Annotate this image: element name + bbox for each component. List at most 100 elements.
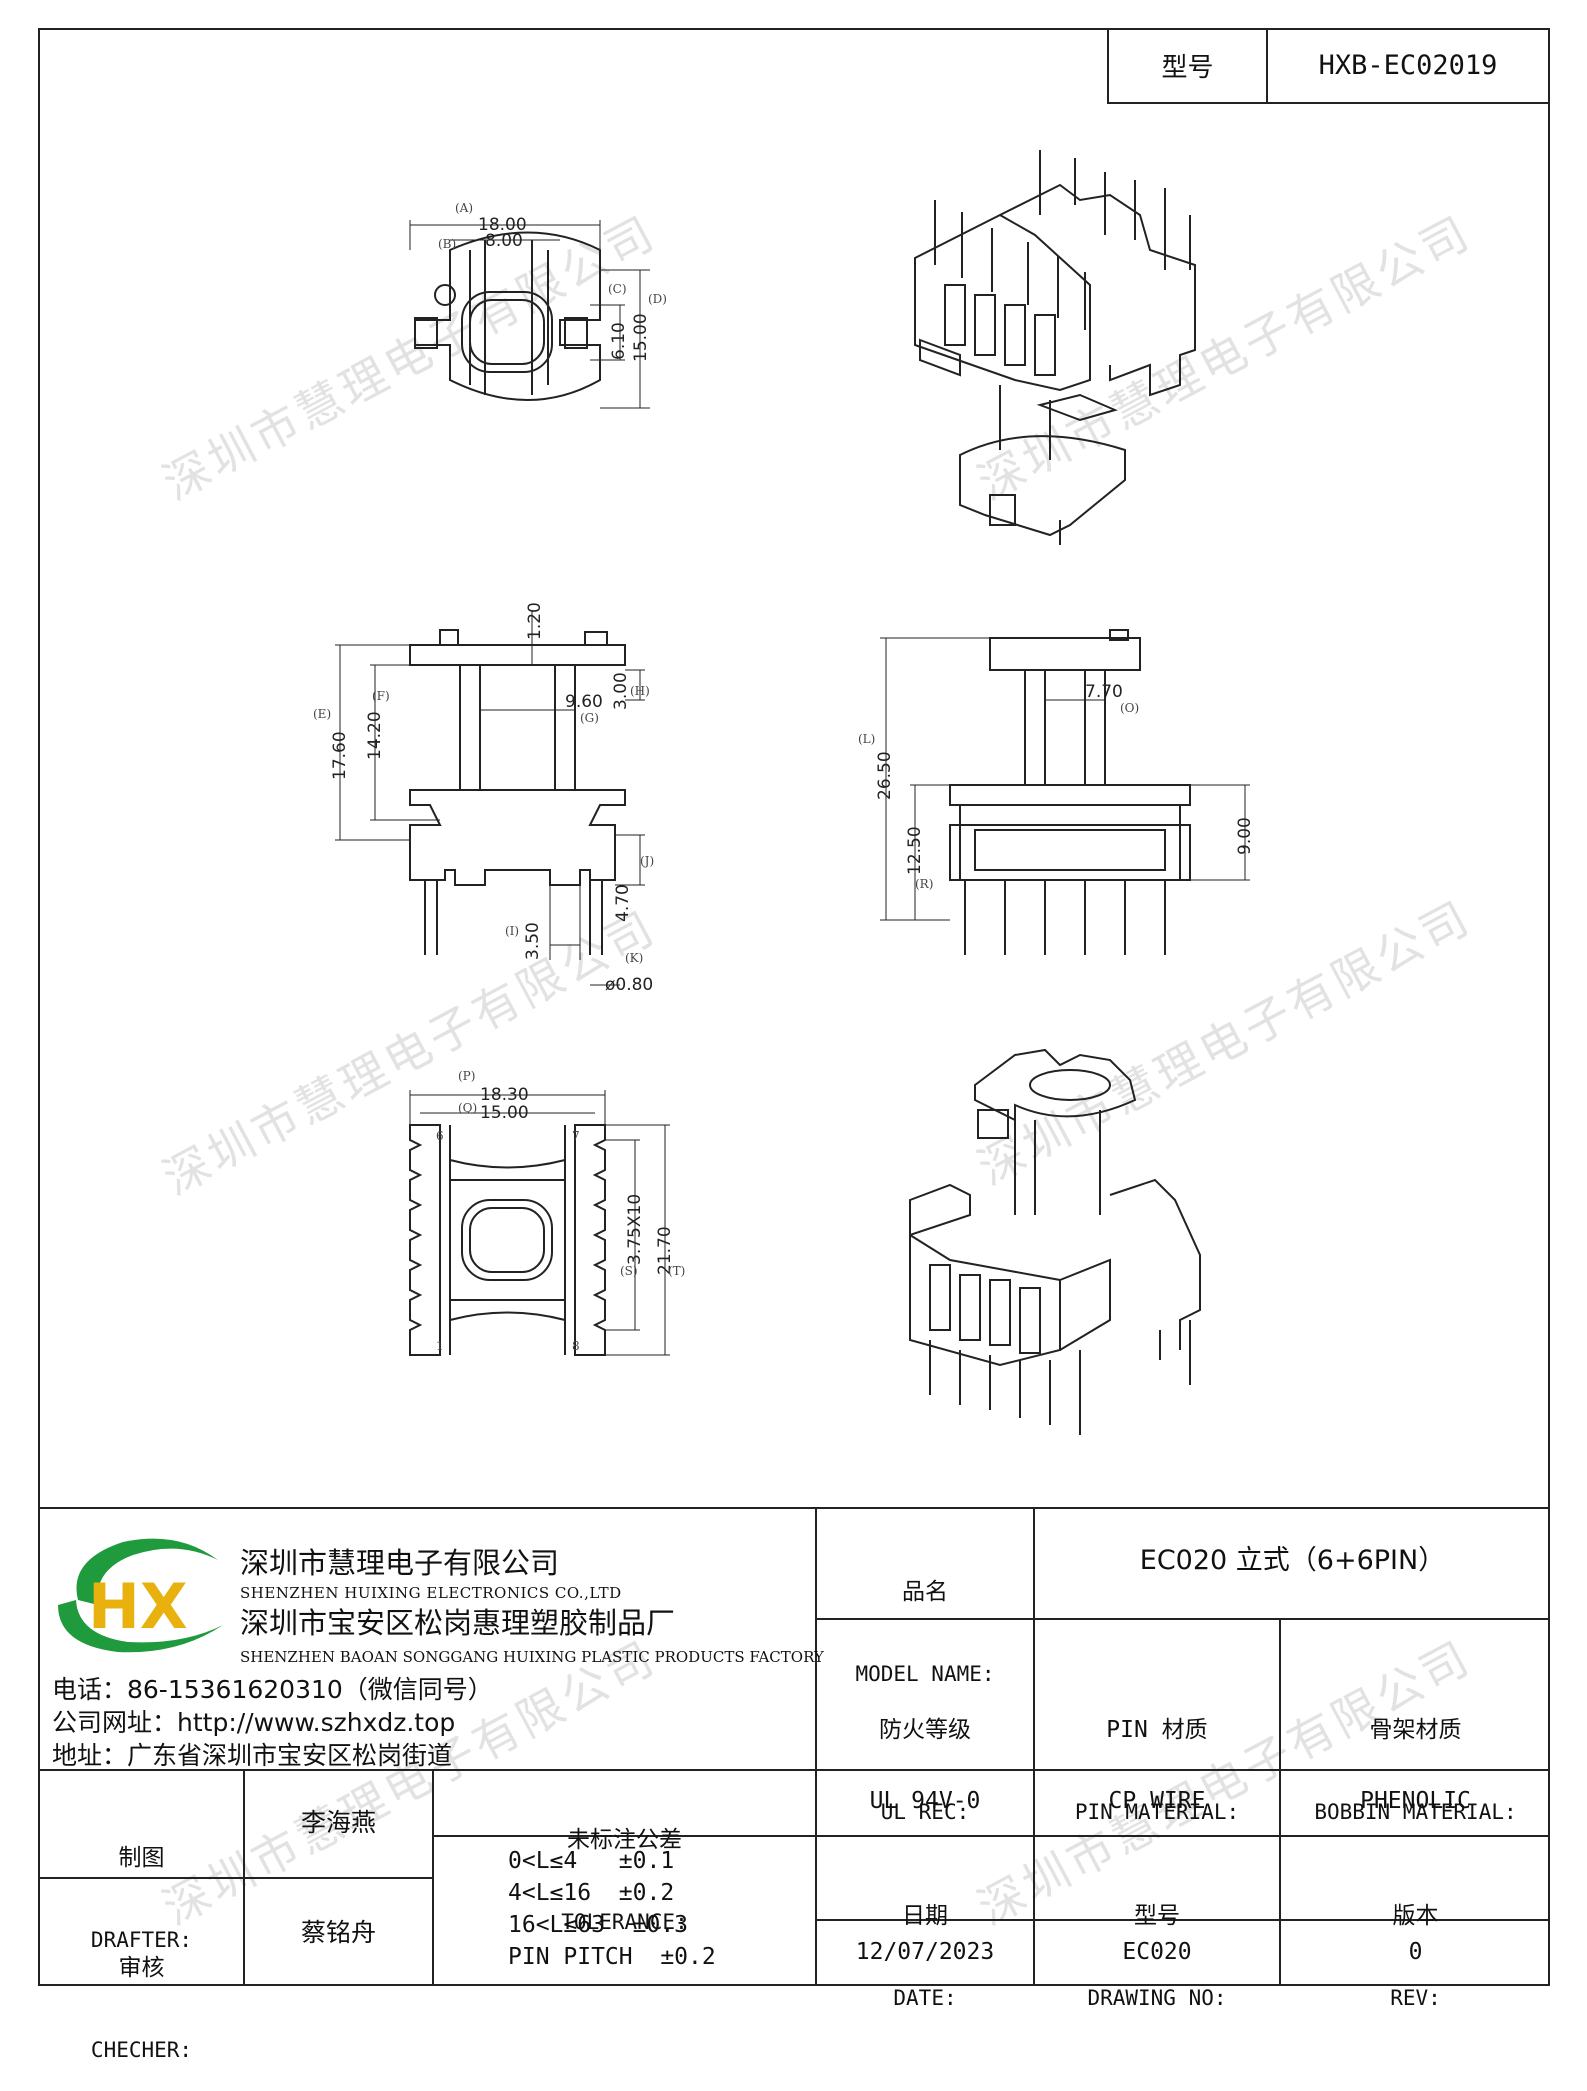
rev-en: REV: <box>1390 1985 1441 2010</box>
drawing-no-en: DRAWING NO: <box>1087 1985 1227 2010</box>
dim-e-label: (E) <box>313 707 331 721</box>
dim-h-value: 1.20 <box>525 602 545 640</box>
company-website: 公司网址：http://www.szhxdz.top <box>52 1708 456 1737</box>
date-en: DATE: <box>893 1985 957 2010</box>
checker-label: 审核 CHECHER: <box>40 1900 243 2091</box>
pin-material-cn: PIN 材质 <box>1106 1717 1208 1744</box>
model-label: 型号 <box>1109 28 1268 102</box>
dim-t-value: 21.70 <box>655 1226 675 1275</box>
dim-f-value: 14.20 <box>365 711 385 760</box>
dim-h2-label: (H) <box>630 684 650 698</box>
checker-name: 蔡铭舟 <box>300 1918 376 1947</box>
dim-l-value: 26.50 <box>875 751 895 800</box>
dim-b-value: 8.00 <box>485 231 523 251</box>
dim-a-value: 18.00 <box>478 215 527 235</box>
tolerance-cn: 未标注公差 <box>567 1827 682 1854</box>
dim-n-value: 9.00 <box>1235 817 1255 855</box>
iso-view-bottom <box>909 1048 1201 1435</box>
model-number-box: 型号 HXB-EC02019 <box>1107 28 1548 104</box>
dim-s-value: 3.75X10 <box>625 1194 645 1265</box>
model-name-cn: 品名 <box>902 1579 948 1606</box>
drawing-no-cn: 型号 <box>1134 1903 1180 1930</box>
drafter-name: 李海燕 <box>300 1808 376 1837</box>
company-name-en: SHENZHEN HUIXING ELECTRONICS CO.,LTD <box>240 1584 622 1602</box>
dim-q-value: 15.00 <box>480 1103 529 1123</box>
dim-i-value: 3.50 <box>523 922 543 960</box>
tolerance-label: 未标注公差 TOLERANCE: <box>434 1772 815 1963</box>
pin-material-value: CP WIRE <box>1108 1788 1206 1814</box>
model-name-label: 品名 MODEL NAME: <box>817 1524 1033 1715</box>
drafter-label: 制图 DRAFTER: <box>40 1790 243 1981</box>
drafter-cn: 制图 <box>118 1845 165 1872</box>
dim-k-value: ø0.80 <box>605 975 653 995</box>
bobbin-material-value: PHENOLIC <box>1360 1788 1471 1814</box>
rev-value: 0 <box>1408 1939 1423 1965</box>
dim-k-label: (K) <box>625 951 643 965</box>
dim-o-label: (O) <box>1120 701 1139 715</box>
dim-d-value: 15.00 <box>631 313 651 362</box>
company-address: 地址：广东省深圳市宝安区松岗街道 <box>52 1741 453 1770</box>
tolerance-en: TOLERANCE: <box>561 1909 688 1934</box>
dim-e-value: 17.60 <box>330 731 350 780</box>
date-label: 日期 DATE: <box>817 1848 1033 2039</box>
dim-g-value: 9.60 <box>565 692 603 712</box>
technical-drawings: 18.00 (A) 8.00 (B) 6.10 (C) 15.00 (D) <box>313 150 1255 1435</box>
bobbin-material-label: 骨架材质 BOBBIN MATERIAL: <box>1281 1662 1550 1853</box>
pin-material-en: PIN MATERIAL: <box>1074 1799 1240 1824</box>
dim-c-value: 6.10 <box>609 322 629 360</box>
tolerance-row-4: PIN PITCH ±0.2 <box>508 1944 716 1970</box>
dim-p-value: 18.30 <box>480 1085 529 1105</box>
company-name-cn: 深圳市慧理电子有限公司 <box>240 1546 560 1580</box>
dim-j-label: (J) <box>640 854 654 868</box>
dim-d-label: (D) <box>648 292 667 306</box>
drawing-no-label: 型号 DRAWING NO: <box>1035 1848 1279 2039</box>
tolerance-row-2: 4<L≤16 ±0.2 <box>508 1880 675 1906</box>
fire-rating-en: UL REC: <box>880 1799 970 1824</box>
fire-rating-value: UL 94V-0 <box>869 1788 981 1814</box>
top-view <box>409 220 650 409</box>
pin-number-6: 6 <box>436 1129 444 1143</box>
logo-text: HX <box>88 1570 188 1643</box>
dim-b-label: (B) <box>438 237 456 251</box>
side-view <box>335 610 645 986</box>
model-name-value: EC020 立式（6+6PIN） <box>1139 1545 1446 1576</box>
tolerance-row-1: 0<L≤4 ±0.1 <box>508 1848 675 1874</box>
drawing-sheet <box>38 28 1550 1986</box>
fire-rating-cn: 防火等级 <box>879 1717 971 1744</box>
fire-rating-label: 防火等级 UL REC: <box>817 1662 1033 1853</box>
iso-view-top <box>914 150 1196 545</box>
bottom-view <box>409 1090 670 1356</box>
drafter-en: DRAFTER: <box>90 1927 193 1952</box>
dim-p-label: (P) <box>458 1069 475 1083</box>
dim-g-label: (G) <box>580 711 599 725</box>
dim-h2-value: 3.00 <box>611 672 631 710</box>
company-logo: HX <box>58 1538 223 1653</box>
bobbin-material-cn: 骨架材质 <box>1369 1717 1462 1744</box>
date-value: 12/07/2023 <box>855 1939 995 1965</box>
dim-i-label: (I) <box>505 924 519 938</box>
dim-q-label: (Q) <box>458 1101 477 1115</box>
rev-label: 版本 REV: <box>1281 1848 1550 2039</box>
dim-a-label: (A) <box>455 201 473 215</box>
factory-name-en: SHENZHEN BAOAN SONGGANG HUIXING PLASTIC … <box>240 1648 824 1666</box>
dim-f-label: (F) <box>372 689 390 703</box>
dim-l-label: (L) <box>858 732 875 746</box>
dim-r-label: (R) <box>915 877 933 891</box>
dim-s-label: (S) <box>620 1264 638 1278</box>
rev-cn: 版本 <box>1392 1903 1439 1930</box>
pin-number-1: 1 <box>436 1339 444 1353</box>
pin-number-7: 7 <box>572 1129 580 1143</box>
model-value: HXB-EC02019 <box>1318 49 1498 81</box>
checker-en: CHECHER: <box>90 2037 193 2062</box>
pin-material-label: PIN 材质 PIN MATERIAL: <box>1035 1662 1279 1853</box>
dim-o-value: 7.70 <box>1085 682 1123 702</box>
bobbin-material-en: BOBBIN MATERIAL: <box>1314 1799 1517 1824</box>
factory-name-cn: 深圳市宝安区松岗惠理塑胶制品厂 <box>240 1606 676 1640</box>
tolerance-row-3: 16<L≤63 ±0.3 <box>508 1912 689 1938</box>
pin-number-8: 8 <box>572 1339 580 1353</box>
model-name-en: MODEL NAME: <box>855 1661 995 1686</box>
company-phone: 电话：86-15361620310（微信同号） <box>52 1675 493 1704</box>
dim-c-label: (C) <box>608 282 627 296</box>
dim-t-label: (T) <box>668 1264 685 1278</box>
drawing-no-value: EC020 <box>1122 1939 1192 1965</box>
